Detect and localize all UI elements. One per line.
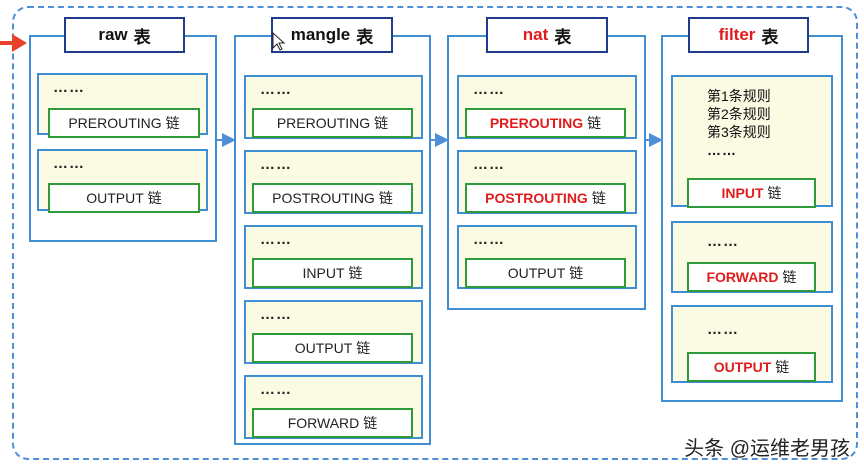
chain-name: POSTROUTING — [272, 190, 375, 206]
rule-item: 第2条规则 — [707, 106, 771, 122]
table-suffix: 表 — [554, 27, 572, 47]
chain-suffix: 链 — [775, 359, 790, 375]
rule-item: 第3条规则 — [707, 124, 771, 140]
chain-suffix: 链 — [374, 115, 389, 131]
chain-suffix: 链 — [569, 265, 584, 281]
table-title-mangle: mangle 表 — [271, 17, 393, 53]
chain-suffix: 链 — [348, 265, 363, 281]
entry-arrow — [0, 34, 27, 52]
chain-suffix: 链 — [782, 269, 797, 285]
chain-name: FORWARD — [287, 415, 360, 431]
ellipsis: …… — [53, 155, 85, 172]
chain-suffix: 链 — [587, 115, 602, 131]
chain-name: PREROUTING — [68, 115, 162, 131]
chain-name: PREROUTING — [489, 115, 584, 131]
chain-name: OUTPUT — [507, 265, 566, 281]
watermark: 头条 @运维老男孩 — [684, 438, 850, 460]
table-name: nat — [522, 25, 549, 44]
ellipsis: …… — [53, 79, 85, 96]
ellipsis: …… — [707, 233, 739, 250]
chain-name: INPUT — [302, 265, 345, 281]
ellipsis: …… — [707, 321, 739, 338]
chain-name: OUTPUT — [294, 340, 353, 356]
chain-suffix: 链 — [378, 190, 393, 206]
cursor-icon — [272, 31, 286, 51]
table-suffix: 表 — [356, 27, 374, 47]
chain-suffix: 链 — [147, 190, 162, 206]
ellipsis: …… — [473, 156, 505, 173]
outer-dashed-border — [12, 6, 858, 460]
ellipsis: …… — [473, 81, 505, 98]
ellipsis: …… — [260, 306, 292, 323]
chain-suffix: 链 — [591, 190, 606, 206]
rule-ellipsis: …… — [707, 142, 737, 158]
ellipsis: …… — [260, 156, 292, 173]
table-name: filter — [718, 25, 756, 44]
rule-item: 第1条规则 — [707, 88, 771, 104]
table-title-filter: filter 表 — [688, 17, 809, 53]
ellipsis: …… — [260, 381, 292, 398]
ellipsis: …… — [260, 81, 292, 98]
table-title-nat: nat 表 — [486, 17, 608, 53]
chain-suffix: 链 — [165, 115, 180, 131]
chain-suffix: 链 — [767, 185, 782, 201]
chain-name: OUTPUT — [713, 359, 772, 375]
rule-list: 第1条规则 第2条规则 第3条规则 …… — [707, 87, 771, 159]
chain-name: PREROUTING — [276, 115, 371, 131]
chain-name: POSTROUTING — [485, 190, 588, 206]
ellipsis: …… — [260, 231, 292, 248]
table-title-raw: raw 表 — [64, 17, 185, 53]
table-name: raw — [98, 25, 128, 44]
chain-name: OUTPUT — [86, 190, 144, 206]
chain-name: FORWARD — [706, 269, 779, 285]
table-suffix: 表 — [133, 27, 151, 47]
ellipsis: …… — [473, 231, 505, 248]
table-suffix: 表 — [761, 27, 779, 47]
table-name: mangle — [290, 25, 351, 44]
chain-suffix: 链 — [363, 415, 378, 431]
chain-name: INPUT — [721, 185, 764, 201]
chain-suffix: 链 — [356, 340, 371, 356]
